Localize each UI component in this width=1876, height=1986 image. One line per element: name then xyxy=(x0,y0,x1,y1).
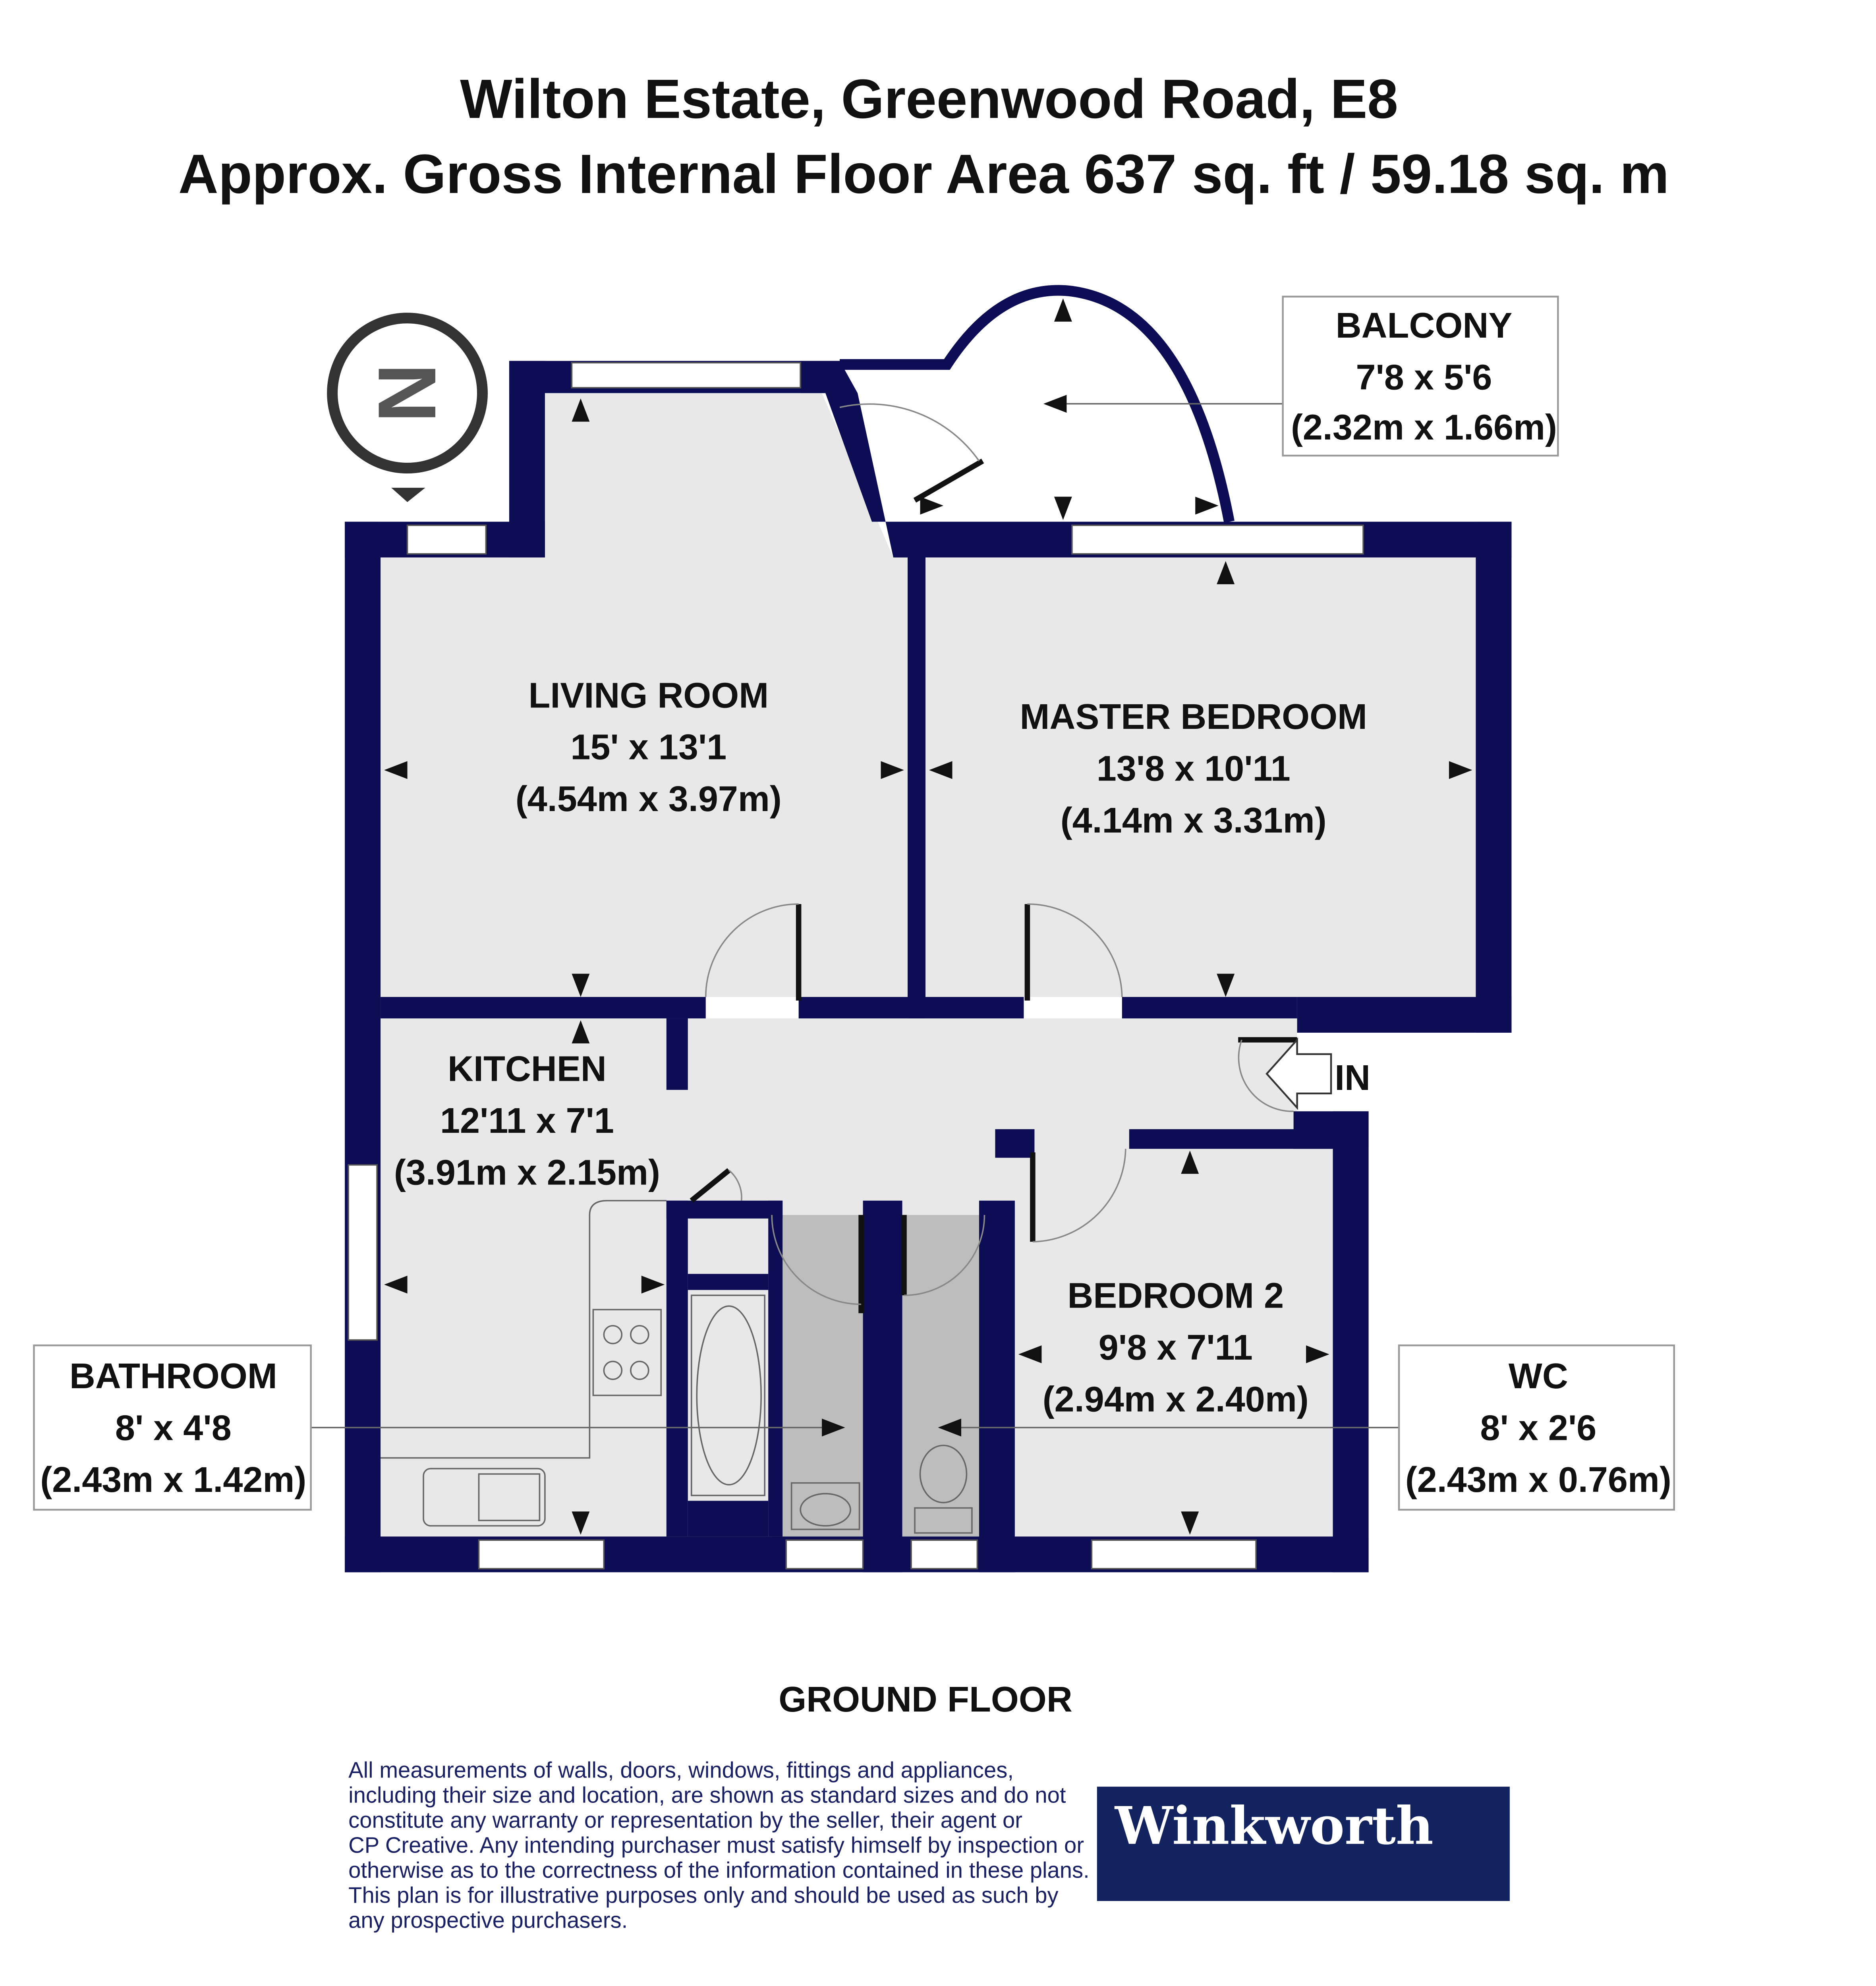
room-imperial: 7'8 x 5'6 xyxy=(1356,358,1492,398)
bath-icon xyxy=(690,1294,765,1496)
room-name: BALCONY xyxy=(1336,306,1513,346)
room-metric: (2.32m x 1.66m) xyxy=(1291,408,1557,448)
room-metric: (2.43m x 0.76m) xyxy=(1405,1460,1671,1500)
north-label: N xyxy=(361,363,453,423)
entrance-label: IN xyxy=(1335,1058,1370,1098)
logo-text: Winkworth xyxy=(1114,1795,1434,1856)
room-imperial: 15' x 13'1 xyxy=(570,728,726,767)
leader-lines xyxy=(311,403,1399,1428)
room-metric: (4.14m x 3.31m) xyxy=(1061,801,1327,840)
floor-label: GROUND FLOOR xyxy=(779,1680,1072,1719)
room-imperial: 9'8 x 7'11 xyxy=(1099,1328,1253,1368)
entrance-arrow-icon xyxy=(1265,1037,1332,1110)
room-bedroom-2: BEDROOM 2 9'8 x 7'11 (2.94m x 2.40m) xyxy=(1043,1276,1309,1420)
room-imperial: 8' x 4'8 xyxy=(115,1408,232,1448)
room-imperial: 13'8 x 10'11 xyxy=(1097,749,1291,789)
disclaimer-line: including their size and location, are s… xyxy=(348,1783,1066,1808)
disclaimer-line: otherwise as to the correctness of the i… xyxy=(348,1858,1090,1883)
floor-areas xyxy=(381,393,1476,1537)
room-metric: (3.91m x 2.15m) xyxy=(394,1153,660,1192)
room-imperial: 12'11 x 7'1 xyxy=(440,1101,614,1141)
callout-balcony: BALCONY 7'8 x 5'6 (2.32m x 1.66m) xyxy=(1282,296,1559,457)
floor-plan: IN LIVING ROOM 15' x 13'1 (4.54m x 3.97m… xyxy=(33,285,1675,1573)
callout-wc: WC 8' x 2'6 (2.43m x 0.76m) xyxy=(1398,1344,1675,1511)
dimension-arrows xyxy=(384,298,1472,1535)
disclaimer-line: This plan is for illustrative purposes o… xyxy=(348,1883,1059,1908)
disclaimer-line: any prospective purchasers. xyxy=(348,1907,628,1932)
north-arrow-icon: N xyxy=(327,313,488,502)
room-name: LIVING ROOM xyxy=(528,676,769,715)
hob-icon xyxy=(592,1309,662,1396)
callout-bathroom: BATHROOM 8' x 4'8 (2.43m x 1.42m) xyxy=(33,1344,312,1511)
room-name: BEDROOM 2 xyxy=(1067,1276,1284,1316)
room-name: KITCHEN xyxy=(448,1049,607,1089)
disclaimer-line: All measurements of walls, doors, window… xyxy=(348,1758,1014,1783)
room-name: MASTER BEDROOM xyxy=(1020,697,1367,737)
page-subtitle: Approx. Gross Internal Floor Area 637 sq… xyxy=(178,143,1669,205)
windows xyxy=(348,362,1364,1570)
doors xyxy=(690,403,1297,1314)
basin-icon xyxy=(790,1482,860,1530)
room-imperial: 8' x 2'6 xyxy=(1480,1408,1596,1448)
disclaimer: All measurements of walls, doors, window… xyxy=(348,1758,1090,1933)
room-master-bedroom: MASTER BEDROOM 13'8 x 10'11 (4.14m x 3.3… xyxy=(1020,697,1367,840)
room-name: WC xyxy=(1509,1356,1568,1396)
room-name: BATHROOM xyxy=(70,1356,277,1396)
sink-icon xyxy=(423,1468,546,1527)
room-metric: (2.94m x 2.40m) xyxy=(1043,1380,1309,1420)
room-kitchen: KITCHEN 12'11 x 7'1 (3.91m x 2.15m) xyxy=(394,1049,660,1192)
page-title: Wilton Estate, Greenwood Road, E8 xyxy=(460,68,1398,130)
disclaimer-line: constitute any warranty or representatio… xyxy=(348,1808,1022,1833)
disclaimer-line: CP Creative. Any intending purchaser mus… xyxy=(348,1833,1084,1858)
toilet-icon xyxy=(914,1445,973,1534)
room-metric: (4.54m x 3.97m) xyxy=(516,779,782,819)
fixtures xyxy=(381,1200,973,1534)
room-living: LIVING ROOM 15' x 13'1 (4.54m x 3.97m) xyxy=(516,676,782,819)
winkworth-logo: Winkworth xyxy=(1097,1787,1510,1901)
balcony-outline xyxy=(840,285,1235,523)
room-metric: (2.43m x 1.42m) xyxy=(40,1460,306,1500)
